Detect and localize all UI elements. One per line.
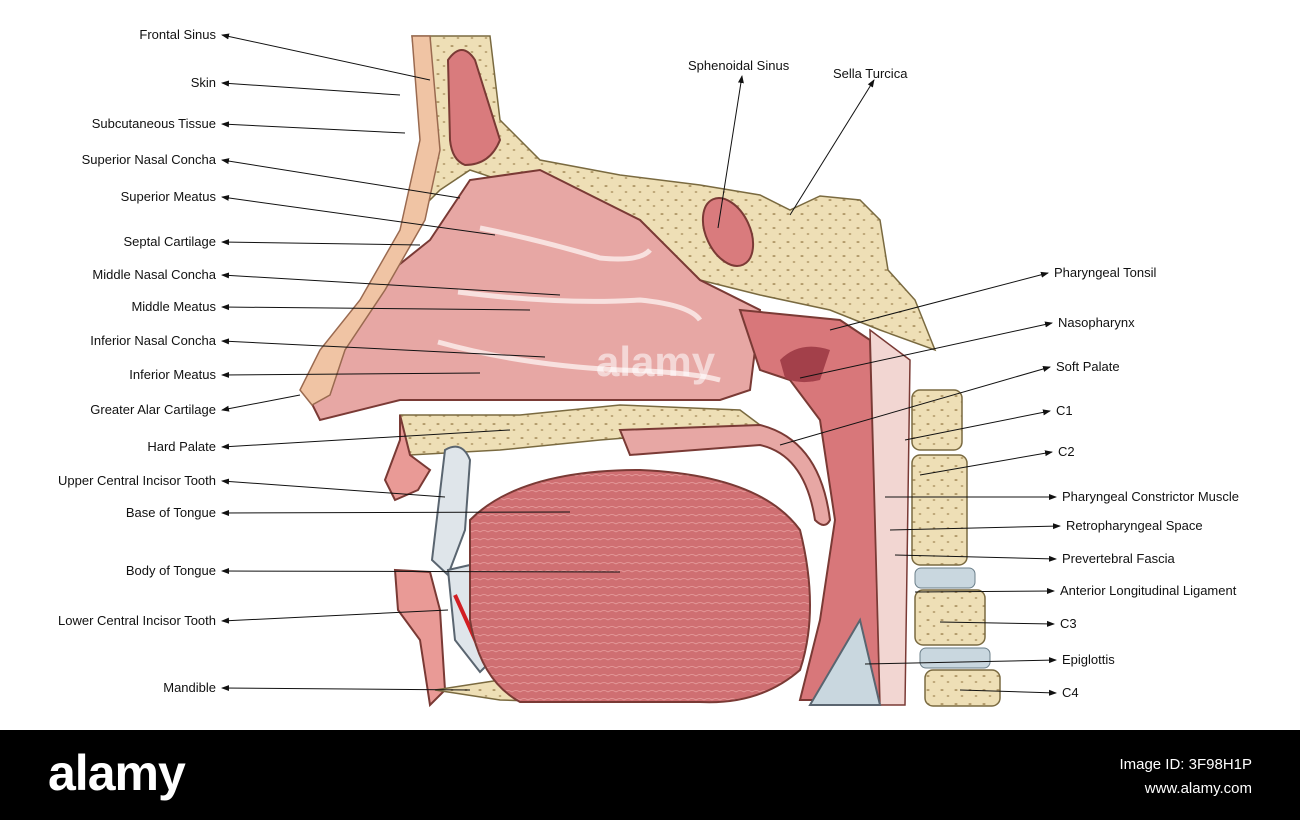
image-id: Image ID: 3F98H1P — [1119, 756, 1252, 773]
label-superior-meatus: Superior Meatus — [120, 189, 216, 204]
label-nasopharynx: Nasopharynx — [1058, 315, 1135, 330]
label-superior-nasal-concha-leader — [221, 158, 461, 199]
brand-logo[interactable]: alamy — [48, 745, 186, 801]
label-sella-turcica-leader — [789, 79, 875, 216]
label-greater-alar-cartilage: Greater Alar Cartilage — [90, 402, 216, 417]
label-anterior-longitudinal-ligament: Anterior Longitudinal Ligament — [1060, 583, 1237, 598]
label-sphenoidal-sinus: Sphenoidal Sinus — [688, 58, 790, 73]
label-lower-central-incisor-tooth-leader — [221, 609, 449, 624]
label-retropharyngeal-space-leader — [889, 523, 1061, 531]
nose-skin-shape — [299, 35, 441, 406]
label-skin-leader — [221, 80, 401, 96]
label-mandible-leader — [221, 685, 471, 692]
label-c4-leader — [959, 689, 1057, 696]
label-base-of-tongue: Base of Tongue — [125, 505, 216, 520]
disc-1 — [914, 567, 976, 589]
label-skin: Skin — [190, 75, 216, 90]
label-soft-palate: Soft Palate — [1056, 359, 1120, 374]
soft-palate-shape — [618, 423, 832, 526]
label-hard-palate-leader — [221, 429, 511, 450]
disc-2 — [919, 647, 991, 669]
sphenoidal-sinus-shape — [701, 197, 755, 267]
frontal-sinus-shape — [446, 49, 502, 167]
label-inferior-meatus-leader — [221, 371, 481, 378]
label-middle-meatus-leader — [221, 304, 531, 311]
sagittal-head-diagram — [221, 33, 1061, 708]
label-retropharyngeal-space: Retropharyngeal Space — [1066, 518, 1203, 533]
label-greater-alar-cartilage-leader — [221, 394, 301, 412]
label-c2: C2 — [1058, 444, 1075, 459]
label-upper-central-incisor-tooth-leader — [221, 478, 446, 498]
label-prevertebral-fascia: Prevertebral Fascia — [1062, 551, 1175, 566]
label-pharyngeal-constrictor-muscle: Pharyngeal Constrictor Muscle — [1062, 489, 1240, 504]
label-middle-nasal-concha-leader — [221, 272, 561, 296]
nasopharynx-shape — [780, 346, 830, 383]
label-nasopharynx-leader — [799, 321, 1053, 379]
label-septal-cartilage-leader — [221, 239, 421, 246]
superior-concha-shape — [479, 225, 652, 262]
label-hard-palate: Hard Palate — [147, 439, 216, 454]
label-subcutaneous-tissue: Subcutaneous Tissue — [91, 116, 216, 131]
label-subcutaneous-tissue-leader — [221, 121, 406, 134]
middle-concha-shape — [457, 289, 703, 322]
tongue-shape — [469, 468, 811, 704]
vertebra-c4 — [924, 669, 1001, 707]
site-url[interactable]: www.alamy.com — [1144, 780, 1252, 797]
inferior-concha-shape — [437, 339, 721, 383]
label-pharyngeal-tonsil: Pharyngeal Tonsil — [1054, 265, 1157, 280]
upper-incisor-shape — [430, 445, 472, 577]
label-body-of-tongue-leader — [221, 568, 621, 575]
label-inferior-nasal-concha-leader — [221, 338, 546, 358]
label-mandible: Mandible — [163, 680, 216, 695]
vertebra-c3 — [914, 589, 986, 646]
label-c3-leader — [939, 620, 1055, 627]
label-prevertebral-fascia-leader — [894, 554, 1057, 562]
label-superior-nasal-concha: Superior Nasal Concha — [81, 152, 216, 167]
label-septal-cartilage: Septal Cartilage — [123, 234, 217, 249]
label-soft-palate-leader — [779, 366, 1051, 446]
lower-lip-shape — [393, 568, 447, 708]
label-c2-leader — [919, 450, 1053, 476]
label-inferior-meatus: Inferior Meatus — [129, 367, 216, 382]
label-inferior-nasal-concha: Inferior Nasal Concha — [90, 333, 216, 348]
label-epiglottis-leader — [864, 657, 1057, 665]
label-sphenoidal-sinus-leader — [717, 75, 744, 229]
upper-lip-shape — [383, 414, 432, 502]
label-base-of-tongue-leader — [221, 509, 571, 516]
label-sella-turcica: Sella Turcica — [833, 66, 908, 81]
label-c1: C1 — [1056, 403, 1073, 418]
label-superior-meatus-leader — [221, 194, 496, 236]
label-frontal-sinus-leader — [221, 33, 431, 81]
label-epiglottis: Epiglottis — [1062, 652, 1115, 667]
prevertebral-layers — [869, 328, 911, 706]
label-c4: C4 — [1062, 685, 1079, 700]
label-body-of-tongue: Body of Tongue — [125, 563, 216, 578]
label-middle-meatus: Middle Meatus — [131, 299, 216, 314]
watermark: alamy — [596, 338, 716, 385]
label-middle-nasal-concha: Middle Nasal Concha — [92, 267, 216, 282]
label-c1-leader — [904, 409, 1051, 441]
label-pharyngeal-tonsil-leader — [829, 271, 1049, 331]
label-frontal-sinus: Frontal Sinus — [139, 27, 216, 42]
vertebra-c2 — [911, 454, 968, 566]
label-upper-central-incisor-tooth: Upper Central Incisor Tooth — [57, 473, 216, 488]
epiglottis-shape — [808, 617, 882, 706]
pharynx-wall — [738, 308, 882, 701]
label-lower-central-incisor-tooth: Lower Central Incisor Tooth — [57, 613, 216, 628]
label-c3: C3 — [1060, 616, 1077, 631]
vertebra-c1 — [911, 389, 963, 451]
label-anterior-longitudinal-ligament-leader — [914, 588, 1055, 595]
footer-bar: alamy Image ID: 3F98H1P www.alamy.com — [0, 730, 1300, 820]
